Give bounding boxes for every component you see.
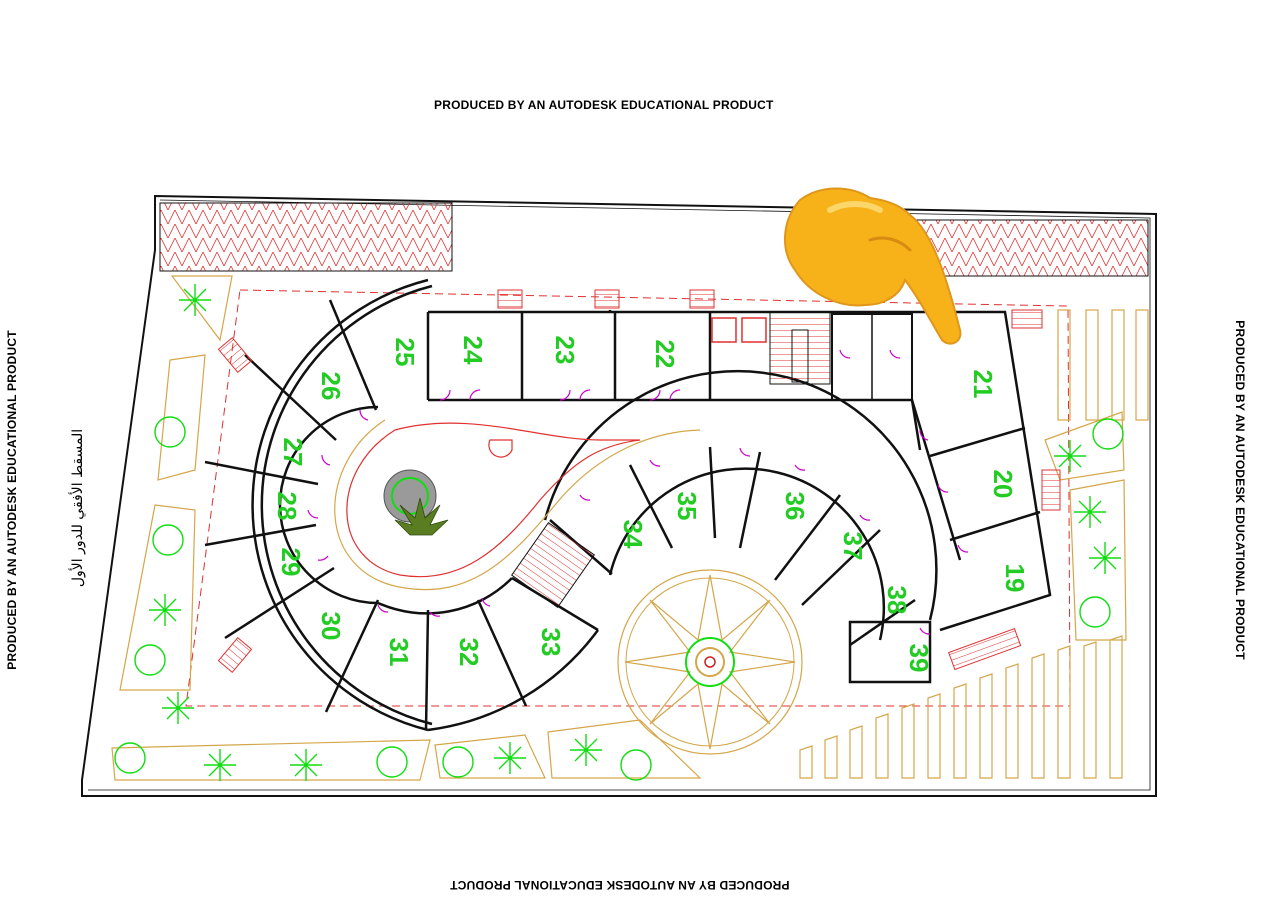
room-number: 24 bbox=[458, 336, 488, 365]
room-number: 21 bbox=[968, 370, 998, 399]
room-number: 38 bbox=[882, 586, 912, 615]
tree-icon bbox=[1089, 542, 1121, 574]
tree-icon bbox=[494, 742, 526, 774]
room-number: 28 bbox=[272, 492, 302, 521]
shrub-icon bbox=[620, 749, 652, 781]
tree-icon bbox=[1074, 496, 1106, 528]
tree-icon bbox=[162, 692, 194, 724]
room-number: 32 bbox=[454, 638, 484, 667]
tree-icon bbox=[179, 284, 211, 316]
shrub-icon bbox=[154, 416, 186, 448]
tree-icon bbox=[1054, 440, 1086, 472]
tree-icon bbox=[149, 594, 181, 626]
central-courtyard bbox=[334, 419, 701, 591]
tree-icon bbox=[290, 749, 322, 781]
watermark-top: PRODUCED BY AN AUTODESK EDUCATIONAL PROD… bbox=[434, 98, 774, 112]
room-number: 34 bbox=[618, 520, 648, 549]
entry-steps bbox=[217, 289, 1061, 673]
shrub-icon bbox=[1092, 418, 1124, 450]
room-number: 37 bbox=[838, 532, 868, 561]
doors bbox=[307, 349, 969, 635]
parking-bays bbox=[799, 309, 1149, 779]
tree-icon bbox=[570, 734, 602, 766]
room-labels: 19 20 21 22 23 24 25 26 27 28 29 30 31 3… bbox=[272, 336, 1030, 673]
shrub-icon bbox=[114, 742, 146, 774]
room-number: 30 bbox=[316, 612, 346, 641]
room-number: 26 bbox=[316, 372, 346, 401]
shrub-icon bbox=[442, 746, 474, 778]
room-number: 35 bbox=[672, 492, 702, 521]
parking-strip-top-left bbox=[159, 202, 453, 272]
pointing-hand-icon bbox=[784, 187, 962, 345]
shrub-icon bbox=[376, 746, 408, 778]
room-number: 27 bbox=[278, 438, 308, 467]
room-number: 25 bbox=[390, 338, 420, 367]
site-boundary bbox=[81, 194, 1157, 797]
shrub-icon bbox=[134, 644, 166, 676]
landscape-beds bbox=[111, 275, 1127, 781]
room-number: 36 bbox=[780, 492, 810, 521]
room-number: 31 bbox=[384, 638, 414, 667]
room-number: 29 bbox=[276, 548, 306, 577]
shrub-icon bbox=[1079, 596, 1111, 628]
room-number: 23 bbox=[550, 336, 580, 365]
plaza-star-motif bbox=[617, 569, 803, 755]
room-number: 33 bbox=[536, 628, 566, 657]
parking-strip-top-right bbox=[911, 219, 1149, 277]
room-number: 39 bbox=[904, 644, 934, 673]
room-number: 22 bbox=[650, 340, 680, 369]
shrub-icon bbox=[152, 524, 184, 556]
tree-icon bbox=[204, 749, 236, 781]
service-core bbox=[511, 311, 913, 608]
trees bbox=[114, 284, 1124, 781]
room-number: 19 bbox=[1000, 564, 1030, 593]
palm-tree-icon bbox=[394, 497, 449, 536]
room-number: 20 bbox=[988, 470, 1018, 499]
